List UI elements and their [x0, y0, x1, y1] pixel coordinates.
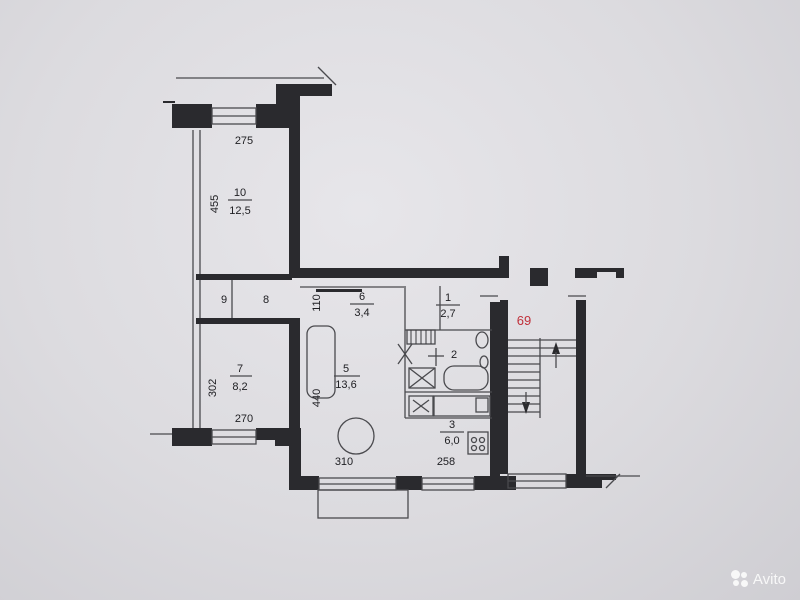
- wall-stair-column: [530, 268, 548, 286]
- burner-1: [470, 436, 478, 444]
- room-1-area: 2,7: [440, 308, 455, 320]
- wall-stair-top-right: [575, 268, 597, 278]
- avito-logo-icon: [730, 570, 749, 588]
- room-1-number: 1: [445, 292, 451, 304]
- wall-room10-right: [289, 96, 300, 278]
- washing-cross-b: [408, 367, 436, 389]
- stair-arrow-down-icon: [522, 402, 530, 414]
- wall-top-right-stub: [595, 268, 624, 278]
- sofa-shape: [306, 325, 336, 399]
- door-swing-b: [397, 343, 413, 365]
- wall-bottom-left: [172, 428, 212, 446]
- room-7-area: 8,2: [232, 381, 247, 393]
- stove: [408, 395, 434, 417]
- wall-kitchen-right: [490, 302, 500, 476]
- balcony: [317, 489, 409, 519]
- dim-110: 110: [311, 294, 323, 312]
- dim-455: 455: [209, 195, 221, 213]
- wall-room10-bottom: [196, 274, 292, 280]
- dim-275: 275: [235, 135, 253, 147]
- dimension-marks: [150, 66, 640, 489]
- dimension-labels: 275 455 302 270 110 440 310 258: [207, 135, 455, 468]
- fixtures: [306, 295, 586, 455]
- apartment-number: 69: [517, 313, 531, 328]
- wall-stair-bottom-right: [566, 474, 602, 488]
- room-10-area: 12,5: [229, 205, 250, 217]
- dim-440: 440: [311, 389, 323, 407]
- washing-machine: [408, 367, 436, 389]
- dim-310: 310: [335, 456, 353, 468]
- kitchen-cabinet: [467, 431, 489, 455]
- wall-central-left: [289, 428, 301, 490]
- kitchen-sink: [475, 397, 489, 413]
- room-5-area: 13,6: [335, 379, 356, 391]
- burner-4: [478, 444, 486, 452]
- vent-shaft: [406, 329, 436, 345]
- dim-270: 270: [235, 413, 253, 425]
- kitchen-counter: [433, 395, 491, 417]
- dim-302: 302: [207, 379, 219, 397]
- room-3-area: 6,0: [444, 435, 459, 447]
- staircase: [508, 338, 576, 418]
- stove-cross-b: [412, 399, 430, 413]
- wardrobe-line: [316, 289, 362, 292]
- room-10-number: 10: [234, 187, 246, 199]
- room-7-number: 7: [237, 363, 243, 375]
- wall-bottom-right-stub: [598, 474, 616, 480]
- wall-top-left: [172, 104, 212, 128]
- wall-stair-top-left: [499, 256, 509, 278]
- wall-central-top: [289, 268, 501, 278]
- room-2-number: 2: [451, 349, 457, 361]
- dim-258: 258: [437, 456, 455, 468]
- walls: [163, 84, 624, 490]
- wall-central-bottom-left: [289, 476, 319, 490]
- room-6-area: 3,4: [354, 307, 369, 319]
- room-8-number: 8: [263, 294, 269, 306]
- wall-central-bottom-mid: [396, 476, 422, 490]
- wall-central-bottom-right: [474, 476, 516, 490]
- room-9-number: 9: [221, 294, 227, 306]
- toilet: [475, 331, 489, 349]
- windows: [211, 107, 567, 519]
- dim-top-slash: [317, 66, 337, 86]
- bathtub: [443, 365, 489, 391]
- room-5-number: 5: [343, 363, 349, 375]
- burner-3: [470, 444, 478, 452]
- room-3-number: 3: [449, 419, 455, 431]
- avito-watermark: Avito: [730, 570, 786, 588]
- avito-watermark-text: Avito: [752, 570, 786, 588]
- wall-stair-right: [576, 300, 586, 476]
- table-circle: [337, 417, 375, 455]
- wall-top-stub: [163, 101, 175, 103]
- burner-2: [478, 436, 486, 444]
- wall-room7-right: [289, 318, 300, 428]
- room-labels: 10 12,5 9 8 7 8,2 6 3,4 5 13,6 1 2,7 2 3…: [221, 187, 464, 447]
- wall-top-corner: [276, 84, 332, 128]
- wall-top-mid: [256, 104, 278, 128]
- sink-bath: [479, 355, 489, 369]
- stair-arrow-up-icon: [552, 342, 560, 354]
- wall-room7-top: [196, 318, 292, 324]
- wall-stair-left: [500, 300, 508, 474]
- room-6-number: 6: [359, 291, 365, 303]
